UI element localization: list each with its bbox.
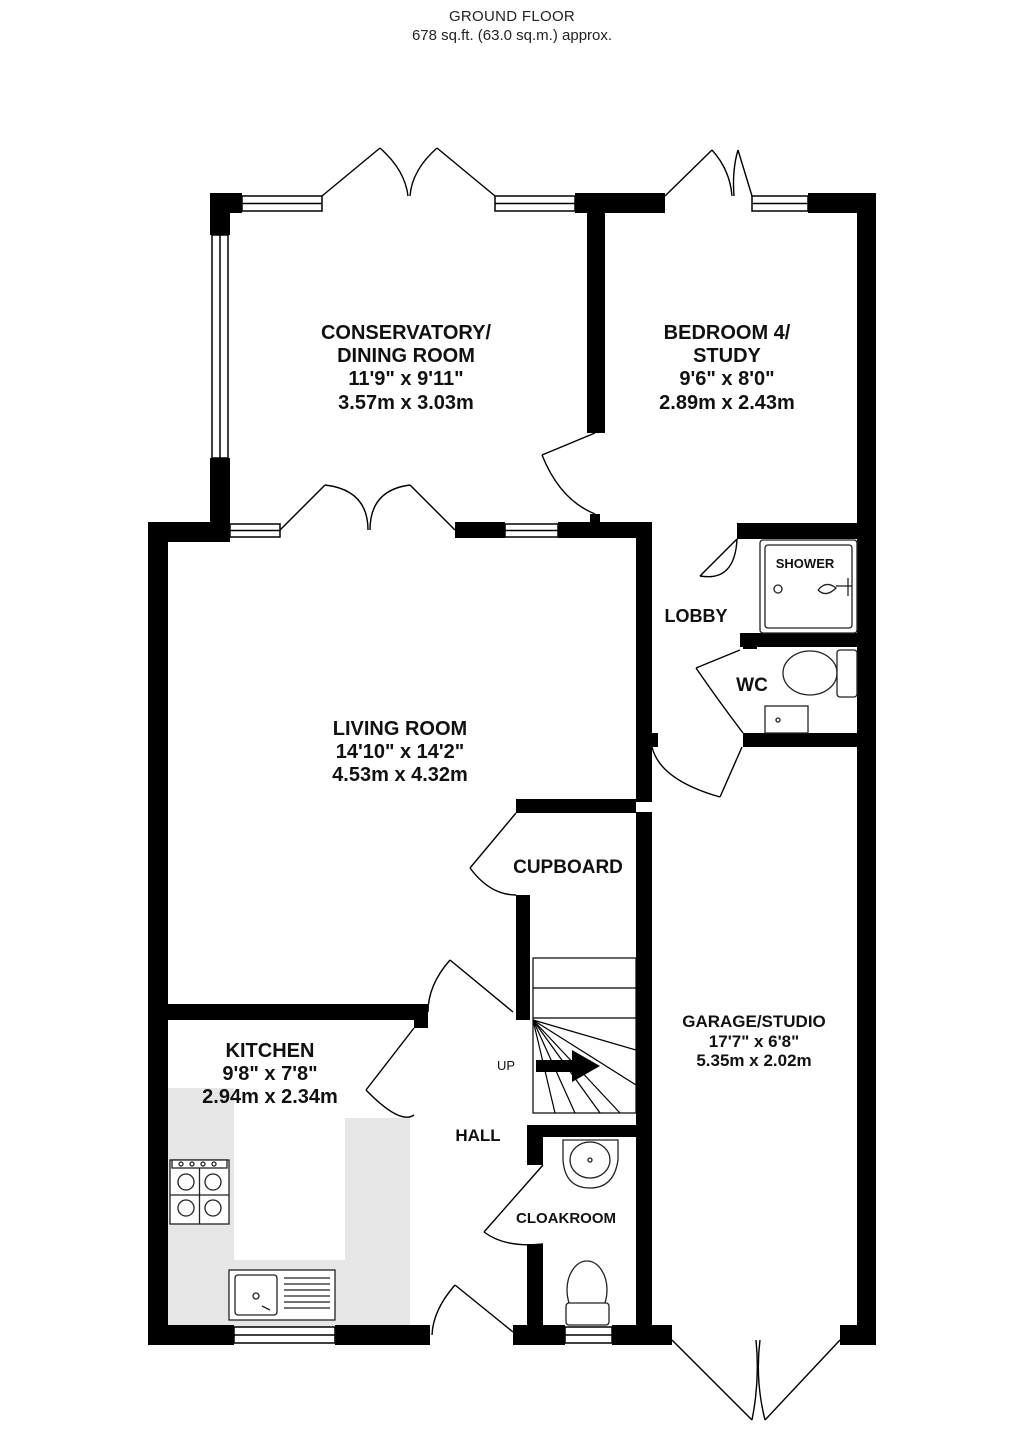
door-swings [279,147,841,1421]
kitchen-worktops [168,1088,410,1332]
shower-tray [759,539,858,634]
kitchen-sink-icon [228,1269,336,1321]
lobby-label: LOBBY [664,606,728,626]
stairs-arrow [536,1050,600,1082]
wc-fixtures [764,649,858,734]
floor-area: 678 sq.ft. (63.0 sq.m.) approx. [411,27,613,44]
walls [148,193,876,1345]
shower-label: SHOWER [775,556,835,571]
living-room-label: LIVING ROOM 14'10" x 14'2" 4.53m x 4.32m [332,718,468,787]
windows [211,195,809,1344]
conservatory-label: CONSERVATORY/ DINING ROOM 11'9" x 9'11" … [320,322,492,414]
wc-label: WC [736,675,768,696]
garage-label: GARAGE/STUDIO 17'7" x 6'8" 5.35m x 2.02m [682,1012,826,1071]
cloakroom-fixtures [562,1139,619,1326]
cloakroom-label: CLOAKROOM [516,1210,616,1227]
stairs-up-label: UP [496,1058,516,1073]
hall-label: HALL [455,1126,501,1145]
staircase [532,957,637,1114]
hob-icon [169,1159,230,1225]
floor-title: GROUND FLOOR [448,8,576,25]
cupboard-label: CUPBOARD [513,857,623,878]
bedroom4-label: BEDROOM 4/ STUDY 9'6" x 8'0" 2.89m x 2.4… [659,322,795,414]
kitchen-label: KITCHEN 9'8" x 7'8" 2.94m x 2.34m [202,1040,338,1109]
